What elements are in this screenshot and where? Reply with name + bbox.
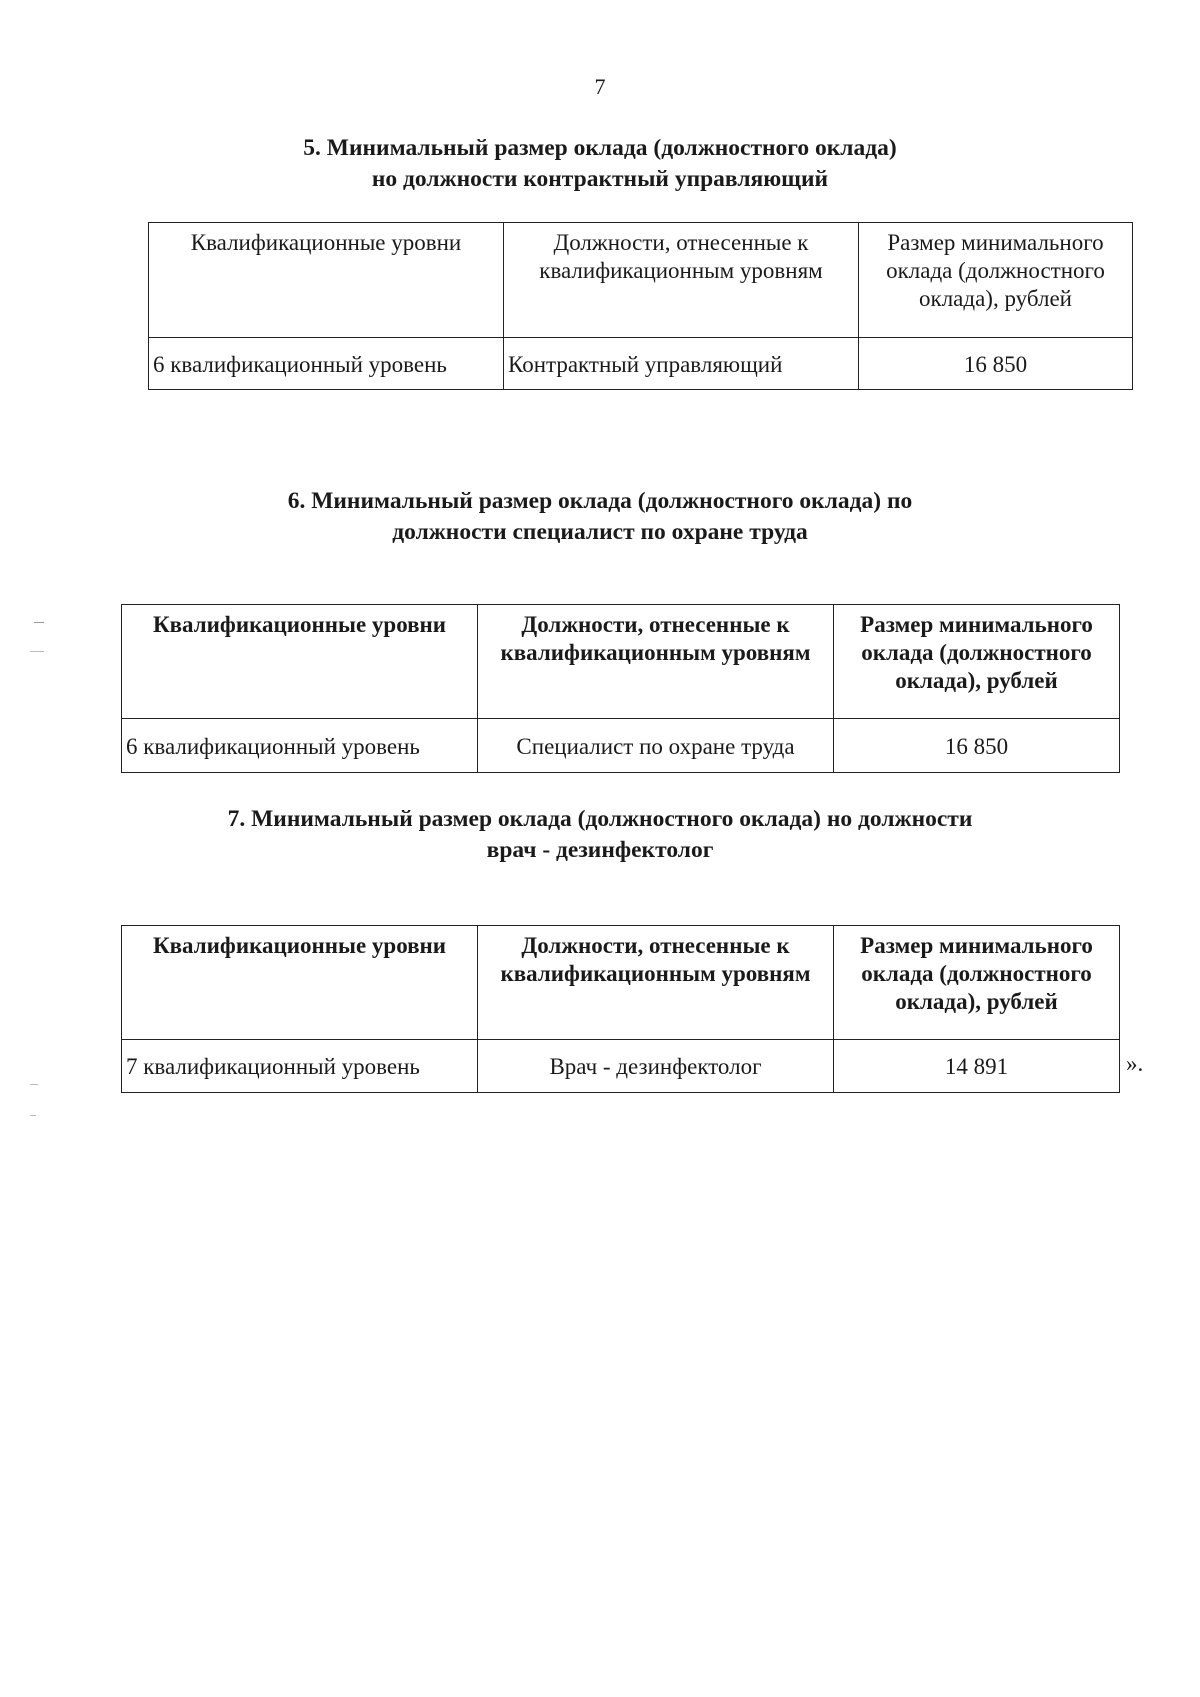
salary-table-6: Квалификационные уровни Должности, отнес… — [121, 604, 1120, 773]
salary-table-5: Квалификационные уровни Должности, отнес… — [148, 222, 1133, 390]
section-7-title-line2: врач - дезинфектолог — [486, 837, 714, 863]
section-5-title: 5. Минимальный размер оклада (должностно… — [100, 133, 1100, 195]
table-header-row: Квалификационные уровни Должности, отнес… — [121, 925, 1120, 1040]
section-6-title-line2: должности специалист по охране труда — [392, 519, 808, 545]
scan-mark — [30, 1115, 36, 1116]
closing-quote: ». — [1126, 1051, 1144, 1076]
salary-cell: 16 850 — [858, 337, 1133, 390]
page-number: 7 — [594, 74, 606, 99]
section-7-title: 7. Минимальный размер оклада (должностно… — [100, 804, 1100, 866]
position-cell: Врач - дезинфектолог — [477, 1039, 834, 1093]
qualification-level-cell: 6 квалификационный уровень — [121, 718, 478, 773]
scan-mark — [30, 651, 44, 652]
qualification-level-cell: 7 квалификационный уровень — [121, 1039, 478, 1093]
table-row: 6 квалификационный уровень Специалист по… — [121, 718, 1120, 773]
scan-mark — [30, 1084, 38, 1085]
header-qualification-levels: Квалификационные уровни — [121, 604, 478, 719]
salary-cell: 14 891 — [833, 1039, 1120, 1093]
header-qualification-levels: Квалификационные уровни — [148, 222, 504, 338]
salary-cell: 16 850 — [833, 718, 1120, 773]
section-5-title-line1: 5. Минимальный размер оклада (должностно… — [303, 135, 897, 161]
header-positions: Должности, отнесенные к квалификационным… — [503, 222, 859, 338]
section-6-title-line1: 6. Минимальный размер оклада (должностно… — [287, 488, 913, 514]
header-min-salary: Размер минимального оклада (должностного… — [833, 925, 1120, 1040]
table-row: 7 квалификационный уровень Врач - дезинф… — [121, 1039, 1120, 1093]
salary-table-7: Квалификационные уровни Должности, отнес… — [121, 925, 1120, 1093]
section-7-title-line1: 7. Минимальный размер оклада (должностно… — [227, 806, 973, 832]
qualification-level-cell: 6 квалификационный уровень — [148, 337, 504, 390]
section-5-title-line2: но должности контрактный управляющий — [371, 166, 829, 192]
header-positions: Должности, отнесенные к квалификационным… — [477, 604, 834, 719]
header-qualification-levels: Квалификационные уровни — [121, 925, 478, 1040]
header-min-salary: Размер минимального оклада (должностного… — [858, 222, 1133, 338]
header-positions: Должности, отнесенные к квалификационным… — [477, 925, 834, 1040]
position-cell: Специалист по охране труда — [477, 718, 834, 773]
scan-mark — [34, 622, 44, 623]
table-header-row: Квалификационные уровни Должности, отнес… — [121, 604, 1120, 719]
header-min-salary: Размер минимального оклада (должностного… — [833, 604, 1120, 719]
table-header-row: Квалификационные уровни Должности, отнес… — [148, 222, 1133, 338]
table-row: 6 квалификационный уровень Контрактный у… — [148, 337, 1133, 390]
position-cell: Контрактный управляющий — [503, 337, 859, 390]
section-6-title: 6. Минимальный размер оклада (должностно… — [100, 486, 1100, 548]
